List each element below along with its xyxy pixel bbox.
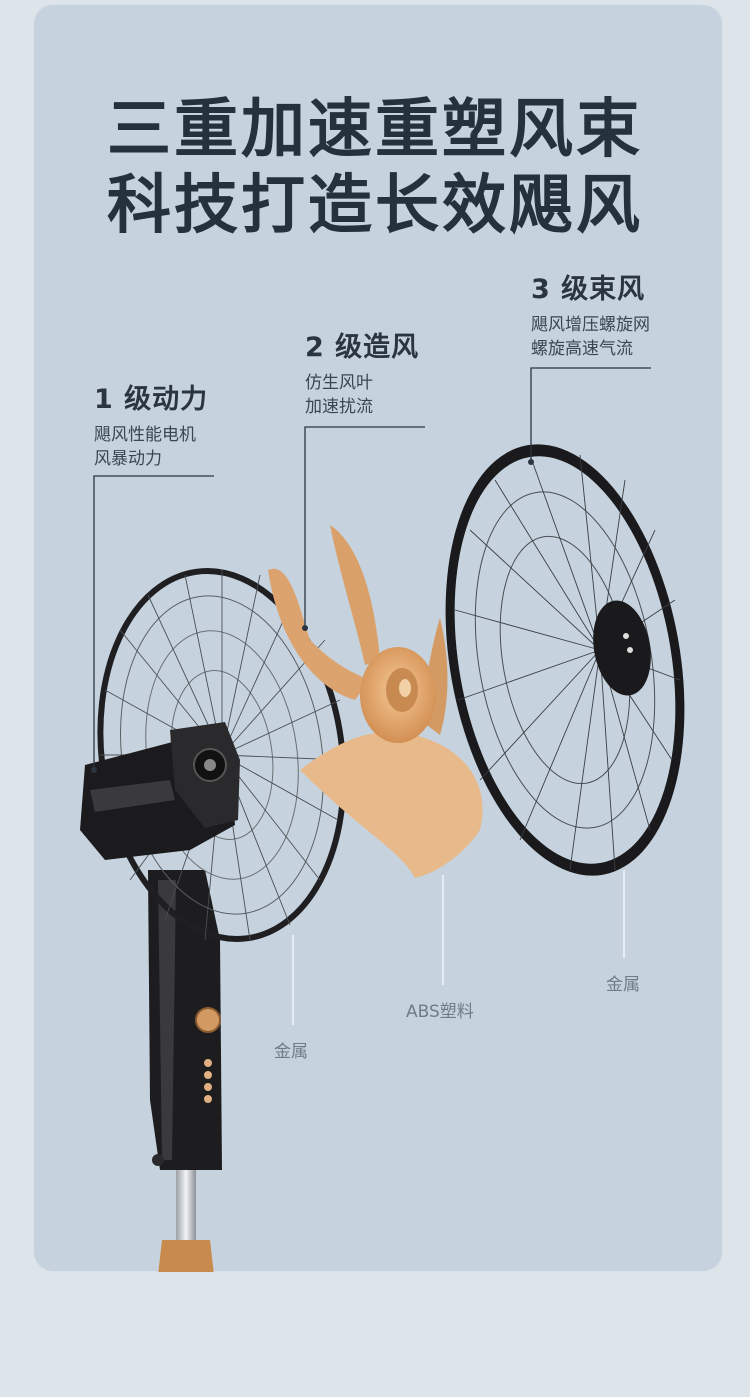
stage-3-title: 3 级束风 <box>531 274 646 305</box>
stage-2-title: 2 级造风 <box>305 332 420 363</box>
stage-2-desc-1: 仿生风叶 <box>305 373 373 393</box>
stage-1-title: 1 级动力 <box>94 384 209 415</box>
stage-3-desc-1: 飓风增压螺旋网 <box>531 315 650 335</box>
headline-line-1: 三重加速重塑风束 <box>107 93 643 167</box>
material-back-guard: 金属 <box>274 1042 308 1062</box>
stage-3-callout: 3 级束风 飓风增压螺旋网 螺旋高速气流 <box>531 273 650 361</box>
headline-line-2: 科技打造长效飓风 <box>107 169 643 243</box>
material-blade: ABS塑料 <box>406 1002 474 1022</box>
material-front-guard: 金属 <box>606 975 640 995</box>
fan-stand <box>148 870 222 1272</box>
stage-3-desc-2: 螺旋高速气流 <box>531 339 633 359</box>
fan-blade <box>268 525 483 878</box>
stage-1-desc-1: 飓风性能电机 <box>94 425 196 445</box>
stage-1-callout: 1 级动力 飓风性能电机 风暴动力 <box>94 383 208 471</box>
stage-1-desc-2: 风暴动力 <box>94 449 162 469</box>
front-guard <box>445 444 685 876</box>
stage-2-desc-2: 加速扰流 <box>305 397 373 417</box>
stage-2-callout: 2 级造风 仿生风叶 加速扰流 <box>305 331 419 419</box>
callout-lines <box>91 367 651 1025</box>
motor-housing <box>80 722 240 860</box>
headline: 三重加速重塑风束 科技打造长效飓风 <box>0 92 750 244</box>
